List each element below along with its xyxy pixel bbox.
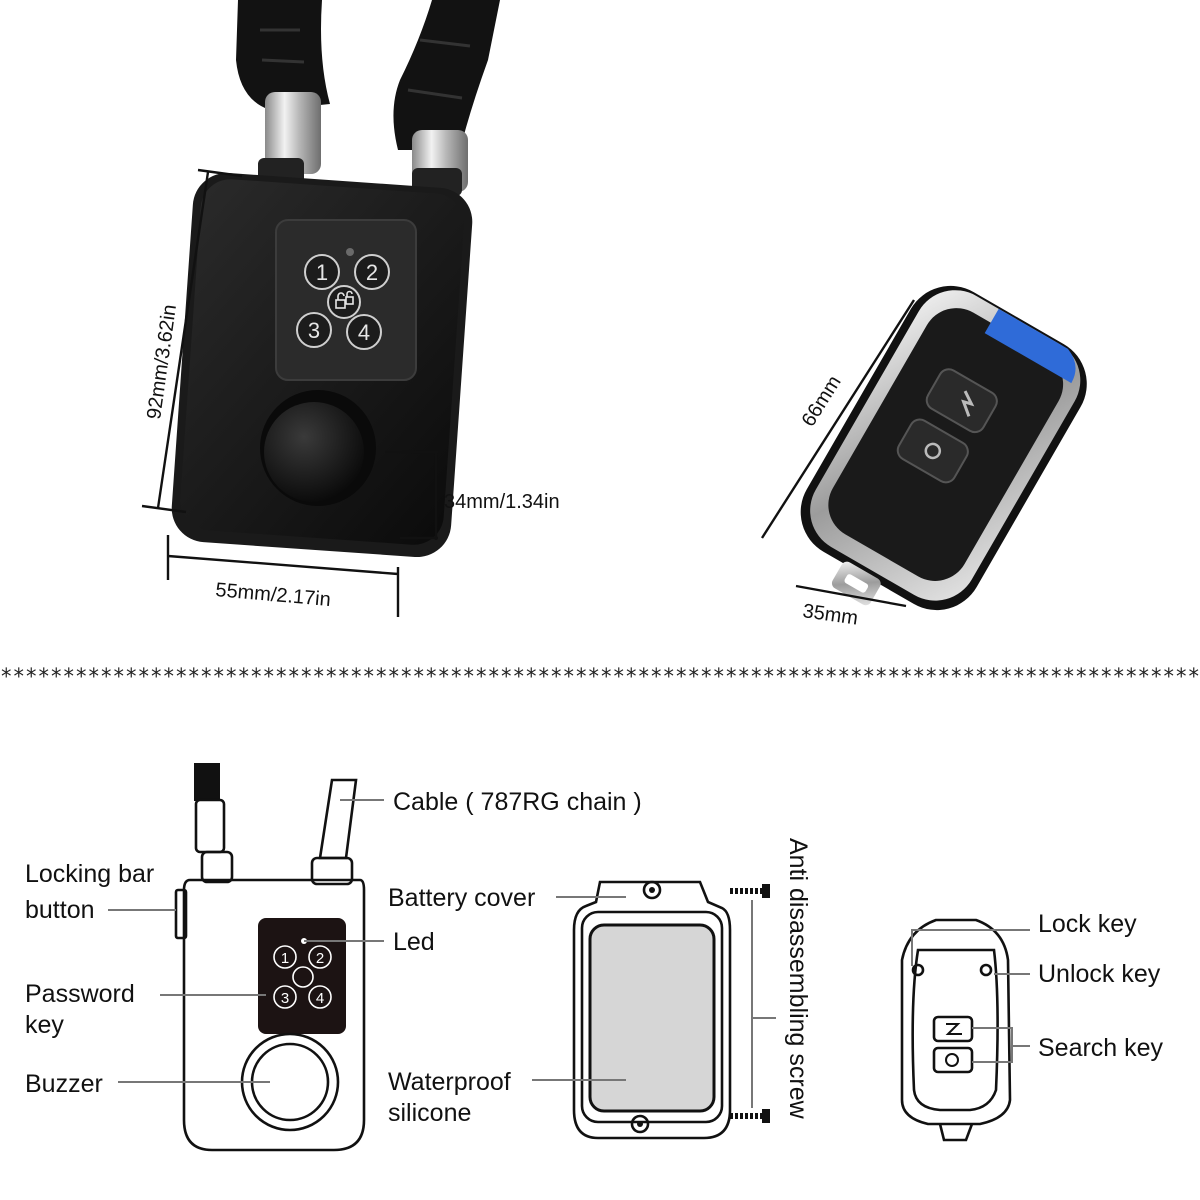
unlock-key-icon	[979, 963, 993, 977]
search-key-bottom	[932, 1046, 974, 1074]
width-dimension: 55mm/2.17in	[215, 579, 332, 611]
bottom-key-4: 4	[316, 990, 324, 1007]
dimension-lines	[141, 168, 438, 617]
lock-key-icon	[911, 963, 925, 977]
key-3-label: 3	[308, 318, 320, 343]
battery-cover-label: Battery cover	[388, 884, 535, 912]
key-1-label: 1	[316, 260, 328, 285]
locking-bar-label-2: button	[25, 896, 95, 924]
anti-screw-label: Anti disassembling screw	[784, 838, 812, 1120]
remote-dimension-lines	[760, 299, 916, 608]
lock-leaders	[108, 799, 384, 1083]
password-label-1: Password	[25, 980, 135, 1008]
chain-right	[393, 0, 500, 150]
height-dimension: 92mm/3.62in	[143, 303, 181, 421]
separator-stars: ****************************************…	[0, 665, 1200, 690]
padlock-icon	[335, 290, 354, 309]
led-label: Led	[393, 928, 435, 956]
bottom-key-2: 2	[316, 950, 324, 967]
lock-center-button[interactable]	[327, 285, 361, 319]
chain-left	[236, 0, 330, 110]
remote-length-dimension: 66mm	[798, 372, 846, 431]
bottom-keypad	[258, 918, 346, 1034]
screw-top-icon	[730, 884, 770, 898]
locking-bar-label-1: Locking bar	[25, 860, 154, 888]
key-2-button[interactable]	[354, 254, 390, 290]
silicone-panel	[588, 923, 716, 1113]
key-2-label: 2	[366, 260, 378, 285]
battery-cover-drawing	[572, 880, 776, 1140]
remote-width-dimension: 35mm	[801, 600, 859, 630]
lock-line-drawing: 1 2 3 4	[174, 763, 366, 1152]
key-1-button[interactable]	[304, 254, 340, 290]
remote-leaders	[911, 929, 1030, 1063]
led-dot	[346, 248, 354, 256]
search-key-label: Search key	[1038, 1034, 1164, 1062]
waterproof-label-2: silicone	[388, 1099, 471, 1127]
lock-photo: 1 2 3 4	[171, 0, 500, 558]
waterproof-label-1: Waterproof	[388, 1068, 511, 1096]
buzzer-label: Buzzer	[25, 1070, 103, 1098]
password-label-2: key	[25, 1011, 64, 1039]
remote-button-bottom	[896, 418, 969, 484]
screw-bottom-icon	[730, 1109, 770, 1123]
key-4-button[interactable]	[346, 314, 382, 350]
remote-line-drawing	[900, 918, 1012, 1142]
battery-leaders	[532, 896, 626, 1081]
cable-label: Cable ( 787RG chain )	[393, 788, 642, 816]
key-3-button[interactable]	[296, 312, 332, 348]
remote-photo	[800, 285, 1087, 611]
bottom-key-3: 3	[281, 990, 289, 1007]
key-4-label: 4	[358, 320, 370, 345]
bottom-key-1: 1	[281, 950, 289, 967]
unlock-key-label: Unlock key	[1038, 960, 1161, 988]
lock-key-label: Lock key	[1038, 910, 1137, 938]
depth-dimension: 34mm/1.34in	[444, 491, 560, 513]
shank-left	[265, 92, 321, 174]
remote-blue-light	[984, 308, 1076, 384]
